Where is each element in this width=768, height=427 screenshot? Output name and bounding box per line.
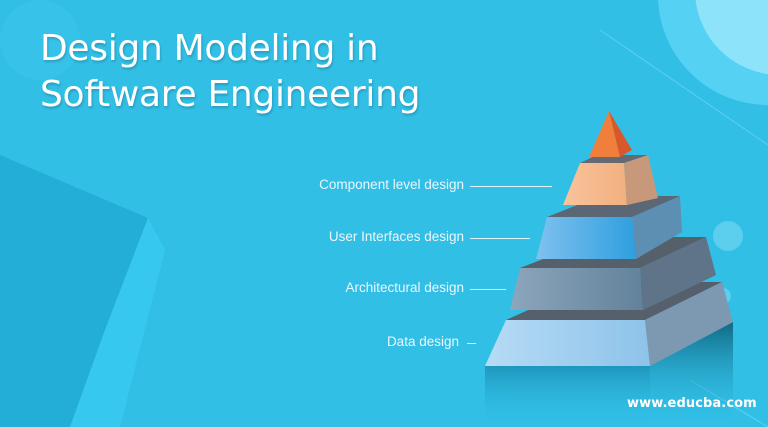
apex-side [609,111,632,157]
decor-light-strip [70,218,165,427]
tier5-side [645,282,733,366]
tier4-side [640,237,716,310]
tier3-front [536,217,636,259]
tier2-front [563,163,627,205]
decor-ring-inner [695,0,768,75]
decor-dark-panel [0,155,148,427]
pyramid-reflection-side [650,322,733,427]
decor-diagonal-line [599,29,768,146]
tier3-side [632,196,682,259]
label-component-level-design: Component level design [319,177,464,192]
pyramid-reflection-front [485,366,650,427]
label-user-interfaces-design: User Interfaces design [328,229,464,244]
watermark: www.educba.com [627,396,757,411]
decor-bubble-large [713,221,743,251]
tier5-front [485,320,650,366]
decor-faint-circle [0,0,80,80]
tier3-ledge [547,196,680,217]
leader-line-data [467,343,476,344]
title-line-2: Software Engineering [40,74,421,115]
title-line-1: Design Modeling in [40,28,379,69]
leader-line-component [470,186,552,187]
tier2-side [624,155,658,205]
tier4-front [510,268,643,310]
apex-front [589,111,620,157]
label-data-design: Data design [386,334,459,349]
leader-line-architectural [470,289,506,290]
leader-line-ui [470,238,530,239]
page-title: Design Modeling in Software Engineering [40,26,420,118]
label-architectural-design: Architectural design [345,280,464,295]
